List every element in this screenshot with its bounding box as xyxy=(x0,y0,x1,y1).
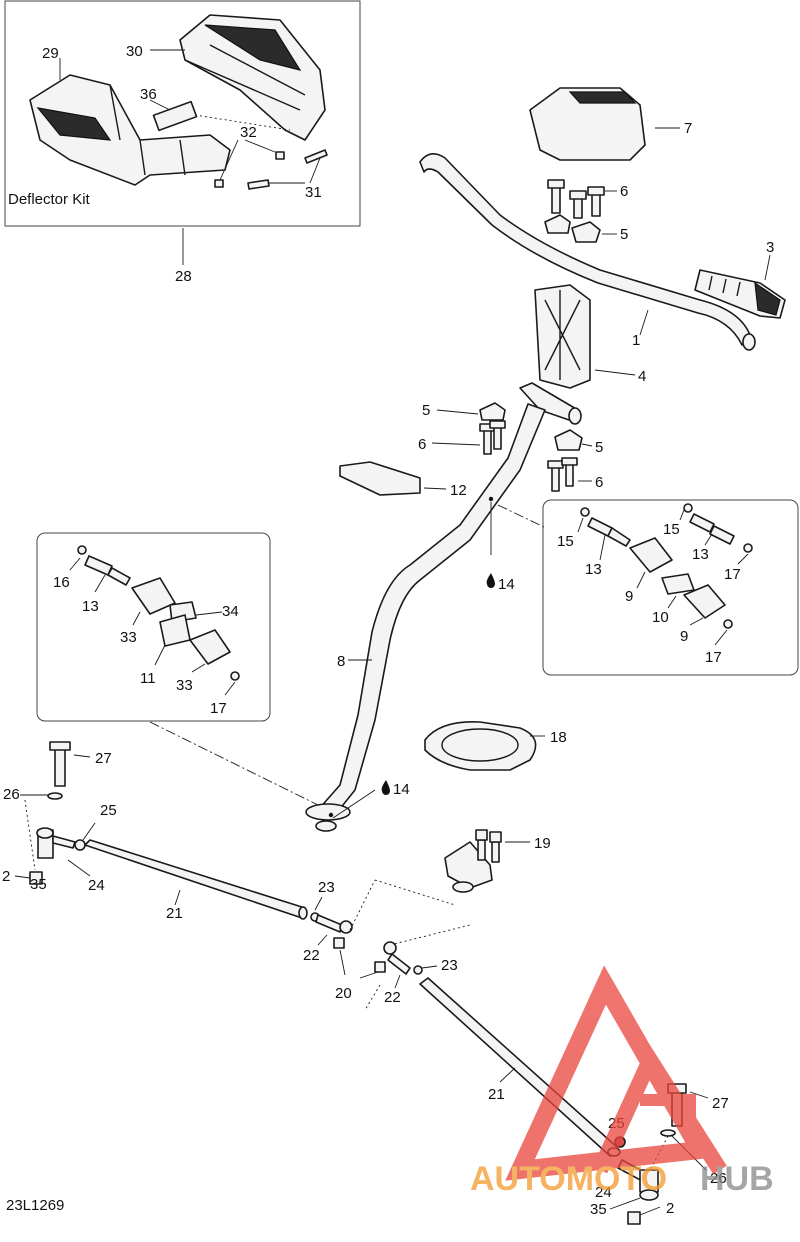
callout-28: 28 xyxy=(175,268,192,285)
callout-27-left: 27 xyxy=(95,750,112,767)
callout-7: 7 xyxy=(684,120,692,137)
callout-15-left: 15 xyxy=(557,533,574,550)
callout-36: 36 xyxy=(140,86,157,103)
callout-13-left-box: 13 xyxy=(82,598,99,615)
callout-26-left: 26 xyxy=(3,786,20,803)
tie-rod-left xyxy=(84,839,306,919)
callout-17-left: 17 xyxy=(210,700,227,717)
deflector-kit-frame xyxy=(4,0,361,227)
callout-34: 34 xyxy=(222,603,239,620)
callout-26-right: 26 xyxy=(710,1170,727,1187)
callout-14-top: 14 xyxy=(498,576,515,593)
screw-31a xyxy=(304,149,328,164)
callout-8: 8 xyxy=(337,653,345,670)
callout-3: 3 xyxy=(766,239,774,256)
callout-17-right-b: 17 xyxy=(705,649,722,666)
callout-24-right: 24 xyxy=(595,1184,612,1201)
callout-23-bottom: 23 xyxy=(441,957,458,974)
callout-5-top: 5 xyxy=(620,226,628,243)
tie-rod-left-group: 27 26 2 35 24 25 21 xyxy=(2,741,308,922)
callout-2-left: 2 xyxy=(2,868,10,885)
callout-14-bottom: 14 xyxy=(393,781,410,798)
deflector-kit-group: 29 30 36 32 31 Deflector Kit 28 xyxy=(4,0,361,285)
callout-5-left: 5 xyxy=(422,402,430,419)
callout-22-bottom: 22 xyxy=(384,989,401,1006)
callout-21-left: 21 xyxy=(166,905,183,922)
callout-30: 30 xyxy=(126,43,143,60)
callout-13-left: 13 xyxy=(585,561,602,578)
callout-16: 16 xyxy=(53,574,70,591)
steering-clamp-group: 5 6 5 6 12 xyxy=(339,402,603,499)
callout-33-top: 33 xyxy=(120,629,137,646)
steering-arm-group: 23 22 20 19 22 23 xyxy=(303,829,551,1011)
handlebar-group: 7 6 5 1 3 4 xyxy=(419,87,786,389)
drawing-id: 23L1269 xyxy=(6,1197,64,1214)
cover-group: 18 xyxy=(424,721,567,771)
callout-35-right: 35 xyxy=(590,1201,607,1218)
callout-9-left: 9 xyxy=(625,588,633,605)
callout-11: 11 xyxy=(140,670,156,687)
callout-29: 29 xyxy=(42,45,59,62)
watermark-text-hub: HUB xyxy=(700,1160,774,1198)
callout-21-right: 21 xyxy=(488,1086,505,1103)
bushing-detail-left: 16 13 33 34 11 33 17 xyxy=(36,532,271,722)
callout-25-left: 25 xyxy=(100,802,117,819)
callout-31: 31 xyxy=(305,184,322,201)
screw-31b xyxy=(247,179,270,190)
bushing-detail-right: 15 13 9 10 9 17 15 13 17 xyxy=(542,499,799,676)
callout-6-top: 6 xyxy=(620,183,628,200)
support-plate xyxy=(339,461,421,496)
nut-32a xyxy=(275,151,285,160)
callout-19: 19 xyxy=(534,835,551,852)
callout-2-right: 2 xyxy=(666,1200,674,1217)
grease-drop-icon-2 xyxy=(381,780,390,795)
callout-6-left: 6 xyxy=(418,436,426,453)
grease-drop-icon xyxy=(486,573,495,588)
callout-13-right: 13 xyxy=(692,546,709,563)
callout-33-bottom: 33 xyxy=(176,677,193,694)
callout-4: 4 xyxy=(638,368,646,385)
handlebar-tube xyxy=(419,153,751,346)
deflector-kit-label: Deflector Kit xyxy=(8,191,91,208)
callout-27-right: 27 xyxy=(712,1095,729,1112)
callout-35-left: 35 xyxy=(30,876,47,893)
steering-arm xyxy=(444,841,493,889)
callout-20: 20 xyxy=(335,985,352,1002)
callout-23-top: 23 xyxy=(318,879,335,896)
callout-24-left: 24 xyxy=(88,877,105,894)
callout-22-top: 22 xyxy=(303,947,320,964)
callout-10: 10 xyxy=(652,609,669,626)
right-deflector xyxy=(179,14,326,141)
callout-32: 32 xyxy=(240,124,257,141)
callout-15-right: 15 xyxy=(663,521,680,538)
left-deflector xyxy=(29,74,231,186)
callout-5-right: 5 xyxy=(595,439,603,456)
callout-9-right: 9 xyxy=(680,628,688,645)
nut-32b xyxy=(214,179,224,188)
callout-18: 18 xyxy=(550,729,567,746)
callout-12: 12 xyxy=(450,482,467,499)
watermark-text-automoto: AUTOMOTO xyxy=(470,1160,667,1198)
automotohub-logo: AUTOMOTO HUB xyxy=(470,965,774,1198)
callout-6-right: 6 xyxy=(595,474,603,491)
steering-column-group: 14 14 8 xyxy=(149,382,582,832)
callout-17-right-a: 17 xyxy=(724,566,741,583)
sticker-36 xyxy=(152,100,198,132)
callout-1: 1 xyxy=(632,332,640,349)
handlebar-pad xyxy=(529,87,646,161)
